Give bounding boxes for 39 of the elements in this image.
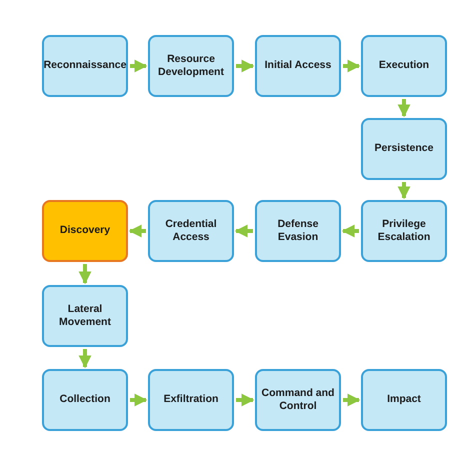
arrow bbox=[236, 60, 254, 72]
step-box bbox=[361, 118, 447, 180]
arrow bbox=[343, 394, 360, 406]
arrow bbox=[78, 264, 92, 284]
step-label: Collection bbox=[58, 393, 112, 407]
arrow bbox=[234, 224, 253, 238]
step-label: Persistence bbox=[374, 142, 434, 156]
arrow bbox=[236, 394, 254, 406]
arrow bbox=[130, 60, 148, 72]
step-box bbox=[255, 35, 341, 97]
step-box bbox=[148, 200, 234, 262]
step-label: Exfiltration bbox=[162, 393, 220, 407]
step-box bbox=[361, 369, 447, 431]
step-label: Credential Access bbox=[164, 218, 218, 244]
step-label: Discovery bbox=[58, 224, 112, 238]
arrow bbox=[128, 224, 146, 238]
arrow bbox=[78, 349, 92, 368]
step-label: Defense Evasion bbox=[276, 218, 320, 244]
step-box bbox=[148, 369, 234, 431]
step-label: Privilege Escalation bbox=[376, 218, 432, 244]
step-box bbox=[42, 285, 128, 347]
arrow bbox=[398, 99, 410, 118]
step-label: Initial Access bbox=[264, 59, 332, 73]
step-label: Impact bbox=[386, 393, 422, 407]
arrow bbox=[398, 182, 410, 200]
step-box bbox=[361, 200, 447, 262]
step-label: Execution bbox=[378, 59, 430, 73]
step-box bbox=[361, 35, 447, 97]
step-box bbox=[255, 200, 341, 262]
highlighted-step-box bbox=[42, 200, 128, 262]
step-box bbox=[255, 369, 341, 431]
step-box bbox=[148, 35, 234, 97]
step-label: Lateral Movement bbox=[58, 302, 112, 330]
step-box bbox=[42, 369, 128, 431]
step-label: Resource Development bbox=[157, 52, 225, 80]
arrow bbox=[343, 60, 360, 72]
arrow bbox=[130, 394, 148, 406]
arrow bbox=[342, 224, 359, 238]
step-label: Command and Control bbox=[260, 386, 336, 414]
